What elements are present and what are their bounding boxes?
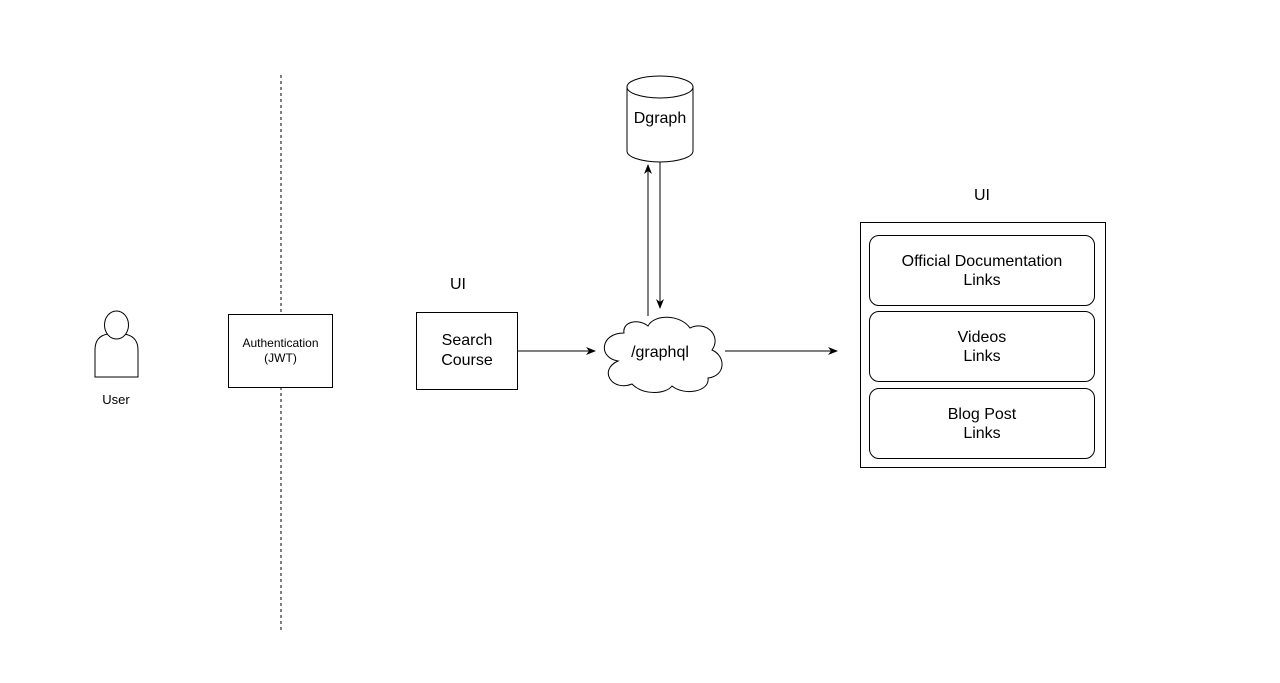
- search-course-line1: Search: [441, 332, 493, 349]
- results-item-title: Blog Post: [947, 405, 1017, 423]
- official-documentation-links-item[interactable]: Official Documentation Links: [869, 235, 1095, 306]
- dgraph-database-icon: [626, 75, 694, 163]
- results-item-subtitle: Links: [963, 424, 1001, 442]
- authentication-type-label: (JWT): [264, 351, 297, 365]
- results-item-title: Videos: [957, 328, 1007, 346]
- graphql-cloud-icon: [603, 316, 723, 393]
- graphql-label: /graphql: [631, 344, 689, 361]
- blog-post-links-item[interactable]: Blog Post Links: [869, 388, 1095, 459]
- search-course-line2: Course: [441, 352, 493, 369]
- search-ui-label: UI: [450, 276, 466, 293]
- authentication-label: Authentication: [242, 336, 319, 350]
- results-item-subtitle: Links: [963, 347, 1001, 365]
- results-item-title: Official Documentation: [901, 252, 1063, 270]
- videos-links-item[interactable]: Videos Links: [869, 311, 1095, 382]
- authentication-box[interactable]: Authentication (JWT): [228, 314, 333, 388]
- user-icon: [94, 310, 139, 378]
- results-item-subtitle: Links: [963, 271, 1001, 289]
- user-label: User: [102, 392, 130, 407]
- results-ui-label: UI: [974, 187, 990, 204]
- search-course-box[interactable]: Search Course: [416, 312, 518, 390]
- dgraph-label: Dgraph: [633, 110, 687, 127]
